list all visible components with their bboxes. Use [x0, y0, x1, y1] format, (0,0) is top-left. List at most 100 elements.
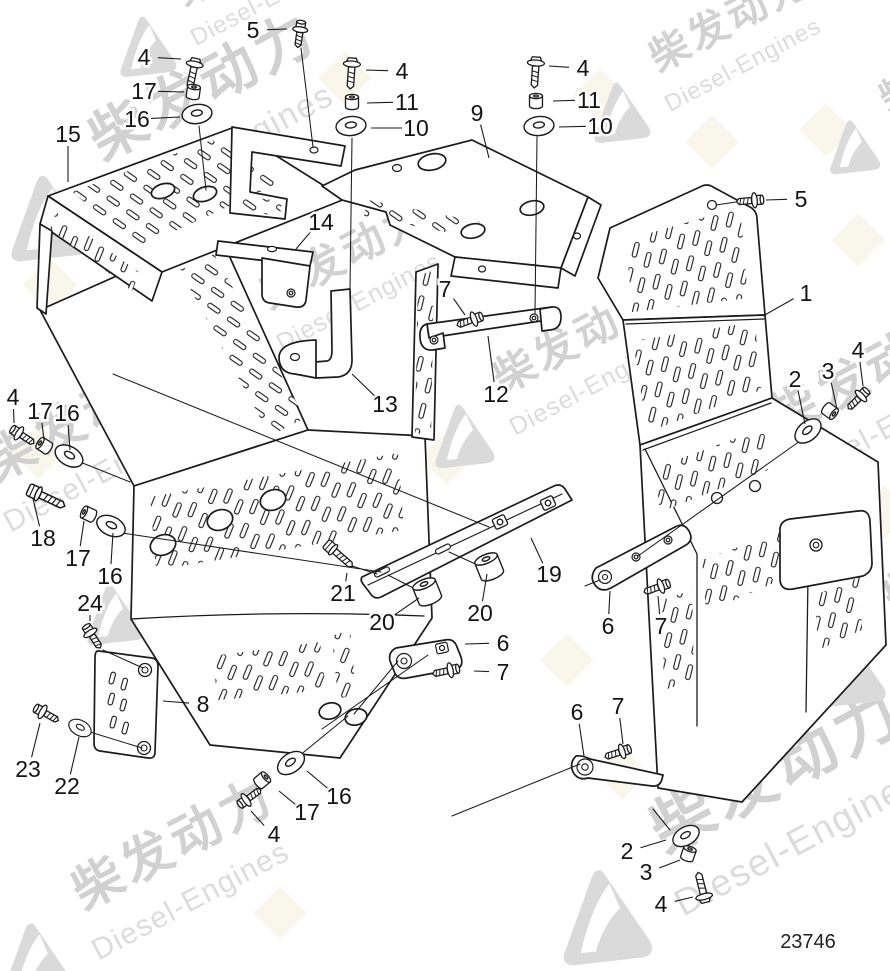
callout-label-9: 9	[471, 100, 484, 126]
bracket-plate-15	[36, 126, 346, 315]
callout-leader	[558, 125, 587, 128]
washer-22	[65, 714, 95, 742]
callout-label-19: 19	[536, 561, 562, 587]
callout-label-20: 20	[467, 600, 493, 626]
callout-label-2: 2	[789, 366, 802, 392]
callout-leader	[548, 65, 570, 68]
callout-label-11: 11	[395, 89, 419, 115]
callout-label-20: 20	[369, 609, 395, 635]
callout-leader	[32, 498, 41, 527]
callout-label-13: 13	[372, 391, 398, 417]
callout-label-23: 23	[15, 756, 41, 782]
callout-leader	[480, 124, 490, 159]
watermark-text-cn: 柴发动力	[872, 10, 890, 120]
bolt-23	[29, 699, 63, 729]
spacer-11	[528, 92, 544, 110]
callout-leader	[351, 373, 376, 397]
bracket-14	[215, 240, 314, 308]
callout-label-11: 11	[577, 87, 601, 113]
callout-leader	[619, 717, 624, 745]
callout-label-16: 16	[54, 400, 80, 426]
washer-16	[92, 510, 130, 542]
callout-label-18: 18	[30, 525, 56, 551]
callout-label-16: 16	[326, 783, 352, 809]
callout-label-5: 5	[795, 186, 808, 212]
callout-leader	[69, 736, 80, 775]
callout-label-12: 12	[483, 381, 509, 407]
callout-label-22: 22	[54, 773, 80, 799]
heat-shield-right	[597, 184, 887, 803]
callout-label-6: 6	[497, 630, 510, 656]
callout-label-1: 1	[800, 280, 813, 306]
spacer-11	[344, 93, 360, 111]
bushing-20	[472, 549, 507, 585]
callout-leader	[365, 69, 389, 72]
callout-label-4: 4	[655, 891, 668, 917]
callout-leader	[41, 422, 45, 441]
callout-leader	[657, 595, 661, 615]
callout-leader	[608, 590, 611, 615]
callout-label-7: 7	[655, 613, 668, 639]
callout-leader	[67, 424, 71, 451]
inner-wall	[411, 263, 439, 441]
brand-logo-icon	[2, 923, 74, 971]
clamp-nut	[434, 641, 450, 655]
callout-label-3: 3	[640, 859, 653, 885]
callout-label-10: 10	[587, 113, 613, 139]
callout-leader	[762, 298, 794, 317]
bracket-13	[278, 288, 353, 379]
callout-leader	[453, 298, 466, 316]
bracket-12	[419, 306, 562, 351]
callout-leader	[830, 382, 838, 410]
callout-label-7: 7	[497, 659, 510, 685]
callout-label-4: 4	[577, 55, 590, 81]
callout-label-15: 15	[55, 121, 81, 147]
callout-label-3: 3	[822, 358, 835, 384]
callout-leader	[110, 532, 114, 565]
washer-10	[334, 114, 368, 138]
callout-label-4: 4	[268, 821, 281, 847]
callout-label-4: 4	[138, 44, 151, 70]
callout-leader	[659, 859, 681, 869]
callout-leader	[150, 116, 181, 119]
callout-leader	[487, 335, 495, 383]
callout-leader	[674, 896, 694, 902]
callout-leader	[464, 642, 490, 645]
drawing-number: 23746	[780, 931, 836, 953]
callout-label-6: 6	[602, 613, 615, 639]
bolt-4	[524, 55, 546, 90]
callout-label-17: 17	[131, 78, 157, 104]
bracket-6-lower	[570, 754, 664, 787]
callout-leader	[345, 572, 348, 582]
rail-19	[360, 484, 573, 599]
callout-leader	[79, 520, 85, 547]
callout-label-8: 8	[197, 691, 210, 717]
callout-leader	[306, 770, 329, 790]
callout-label-7: 7	[612, 693, 625, 719]
callout-leader	[157, 57, 182, 60]
callout-leader	[481, 573, 488, 602]
callout-leader	[578, 723, 585, 757]
callout-label-5: 5	[247, 17, 260, 43]
watermark-diamond	[685, 115, 739, 169]
callout-label-17: 17	[27, 398, 53, 424]
callout-label-6: 6	[571, 699, 584, 725]
callout-leader	[366, 101, 394, 104]
callout-leader	[393, 597, 420, 616]
callout-leader	[640, 839, 667, 849]
callout-leader	[473, 670, 490, 673]
washer-10	[522, 114, 556, 138]
callout-label-17: 17	[65, 545, 91, 571]
callout-label-4: 4	[7, 384, 20, 410]
callout-leader	[250, 810, 265, 826]
heat-shield-left	[39, 230, 433, 759]
callout-leader	[530, 537, 544, 564]
watermark-diamond	[831, 213, 885, 267]
callout-leader	[797, 390, 806, 425]
bracket-plate-9	[321, 139, 602, 289]
callout-label-16: 16	[97, 563, 123, 589]
callout-leader	[859, 361, 864, 387]
